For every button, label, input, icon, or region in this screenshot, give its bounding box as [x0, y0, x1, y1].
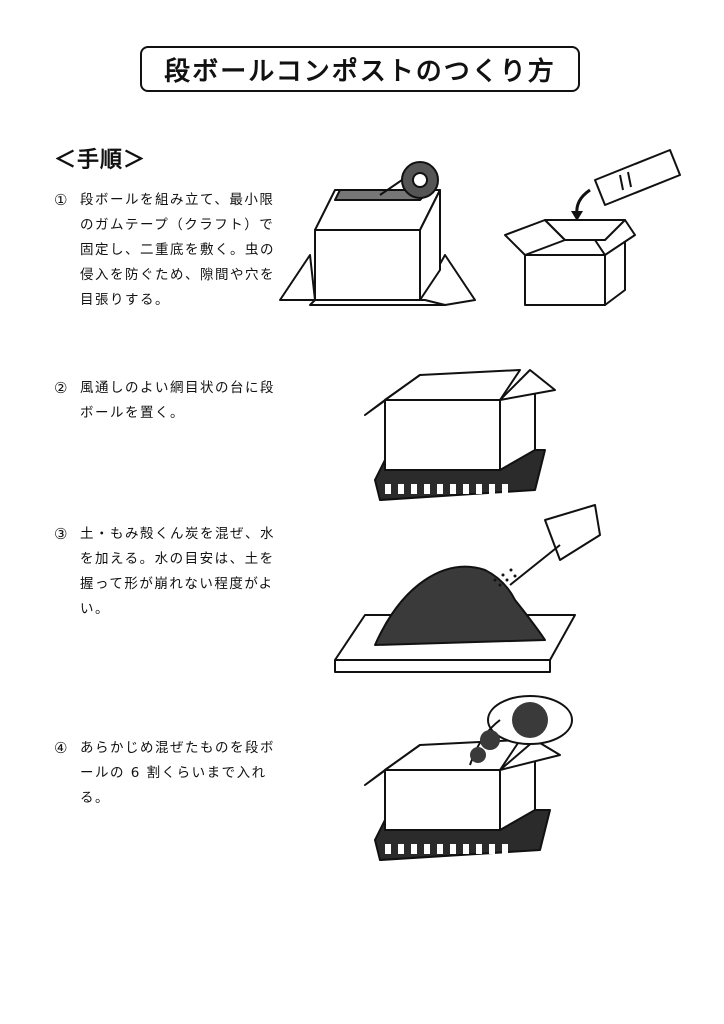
- step-4-number: ④: [54, 739, 69, 757]
- filling-box-illustration: [364, 695, 573, 861]
- mixing-soil-illustration: [334, 504, 601, 673]
- step-2: ② 風通しのよい網目状の台に段ボールを置く。: [54, 376, 284, 426]
- step-2-number: ②: [54, 379, 69, 397]
- step-3-number: ③: [54, 525, 69, 543]
- step-2-text: 風通しのよい網目状の台に段ボールを置く。: [80, 380, 275, 421]
- step-4-text: あらかじめ混ぜたものを段ボールの 6 割くらいまで入れる。: [80, 740, 275, 806]
- step-1: ① 段ボールを組み立て、最小限のガムテープ（クラフト）で固定し、二重底を敷く。虫…: [54, 188, 284, 313]
- step-4: ④ あらかじめ混ぜたものを段ボールの 6 割くらいまで入れる。: [54, 736, 284, 811]
- step-3: ③ 土・もみ殻くん炭を混ぜ、水を加える。水の目安は、土を握って形が崩れない程度が…: [54, 522, 284, 622]
- step-3-text: 土・もみ殻くん炭を混ぜ、水を加える。水の目安は、土を握って形が崩れない程度がよい…: [80, 526, 275, 617]
- page-title: 段ボールコンポストのつくり方: [140, 46, 580, 92]
- box-tape-illustration: [279, 161, 476, 306]
- double-bottom-illustration: [504, 149, 681, 306]
- section-heading: ＜手順＞: [54, 148, 147, 173]
- step-1-text: 段ボールを組み立て、最小限のガムテープ（クラフト）で固定し、二重底を敷く。虫の侵…: [80, 192, 275, 308]
- step-1-number: ①: [54, 191, 69, 209]
- box-on-stand-illustration: [364, 369, 556, 501]
